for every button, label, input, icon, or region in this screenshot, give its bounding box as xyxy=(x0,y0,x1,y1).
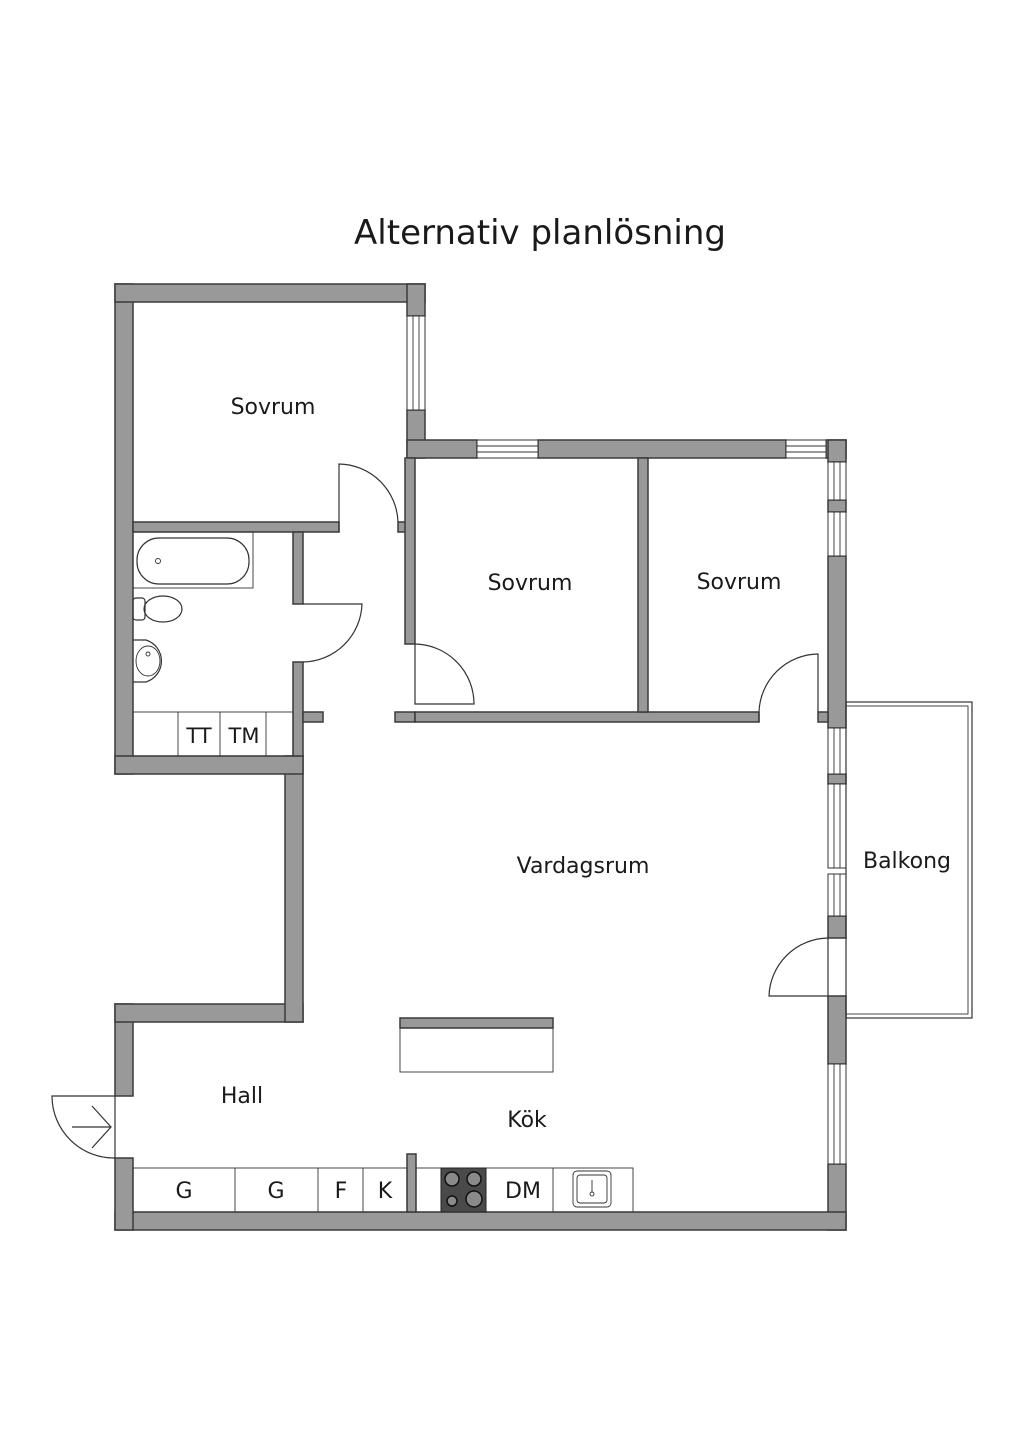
wall xyxy=(414,711,760,723)
wardrobe-label: G xyxy=(267,1179,284,1204)
bathroom-fixtures: TT TM xyxy=(132,531,294,757)
balcony xyxy=(845,701,973,1019)
plan-title: Alternativ planlösning xyxy=(354,213,726,253)
sink-icon xyxy=(133,639,162,683)
freezer-label: F xyxy=(335,1179,348,1204)
window xyxy=(827,783,847,869)
bathtub-icon xyxy=(132,531,254,589)
window xyxy=(827,727,847,775)
wall xyxy=(817,711,829,723)
room-label-bedroom: Sovrum xyxy=(231,395,316,420)
wall xyxy=(132,521,340,533)
entry-door-swing xyxy=(51,1095,116,1159)
windows xyxy=(406,315,847,1165)
window xyxy=(476,439,539,459)
wall xyxy=(114,283,426,303)
wall xyxy=(284,755,304,1023)
stove-icon xyxy=(440,1167,487,1213)
wall xyxy=(394,711,416,723)
room-label-balcony: Balkong xyxy=(863,849,951,874)
window xyxy=(827,1063,847,1165)
wall xyxy=(827,439,847,463)
wall xyxy=(827,995,847,1065)
kitchen-fixtures: DM xyxy=(399,1017,634,1213)
wall xyxy=(404,457,416,645)
window xyxy=(785,439,827,459)
room-label-bedroom: Sovrum xyxy=(697,570,782,595)
window xyxy=(827,461,847,501)
washing-machine-label: TM xyxy=(228,724,260,748)
room-labels: Sovrum Sovrum Sovrum Vardagsrum Balkong … xyxy=(221,395,951,1133)
door-swing xyxy=(414,643,475,705)
wall xyxy=(827,499,847,513)
wall xyxy=(537,439,787,459)
wall xyxy=(827,915,847,939)
dishwasher-label: DM xyxy=(505,1179,541,1204)
fridge-label: K xyxy=(378,1179,393,1204)
wall xyxy=(114,283,134,775)
window xyxy=(827,511,847,557)
wall xyxy=(114,1003,304,1023)
room-label-bedroom: Sovrum xyxy=(488,571,573,596)
hall-storage: G G F K xyxy=(132,1167,408,1213)
exterior-walls xyxy=(114,283,847,1231)
window xyxy=(406,315,426,411)
wall xyxy=(292,531,304,605)
entry-arrow-icon xyxy=(72,1105,112,1149)
door-swing xyxy=(302,603,363,663)
room-label-hall: Hall xyxy=(221,1084,263,1109)
tumble-dryer-label: TT xyxy=(185,724,211,748)
door-swing xyxy=(758,653,819,722)
wardrobe-label: G xyxy=(175,1179,192,1204)
wall xyxy=(406,283,426,317)
kitchen-island xyxy=(399,1017,554,1073)
door-swing xyxy=(768,937,829,997)
wall xyxy=(406,1153,417,1213)
door-swing xyxy=(338,463,399,532)
wall xyxy=(827,555,847,729)
doors xyxy=(51,463,829,1159)
wall xyxy=(114,1157,134,1231)
kitchen-sink-icon xyxy=(572,1170,612,1208)
wall xyxy=(406,439,478,459)
room-label-living-room: Vardagsrum xyxy=(517,854,650,879)
wall xyxy=(827,773,847,785)
wall xyxy=(292,661,304,757)
wall xyxy=(637,457,649,713)
toilet-icon xyxy=(132,595,183,623)
window xyxy=(827,873,847,917)
room-label-kitchen: Kök xyxy=(507,1108,547,1133)
wall xyxy=(114,755,304,775)
wall xyxy=(302,711,324,723)
wall xyxy=(114,1211,847,1231)
